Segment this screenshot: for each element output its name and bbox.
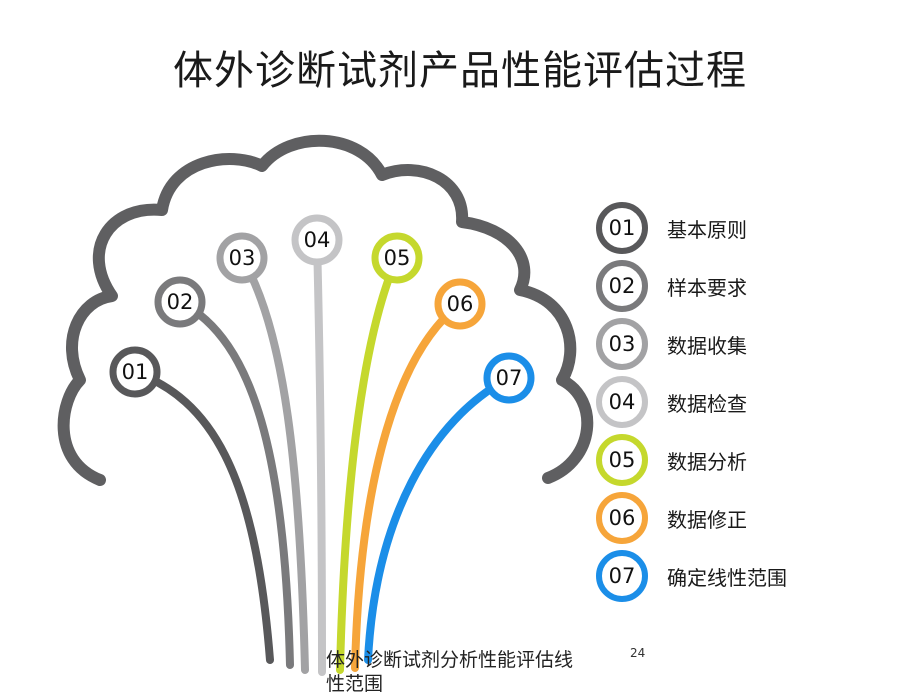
- legend-item-01: 01 基本原则: [596, 202, 896, 254]
- branch-stem-01: [131, 368, 274, 664]
- branch-node-ring-03: [216, 232, 268, 284]
- legend-number-06: 06: [596, 492, 648, 544]
- cloud-outline: [57, 134, 594, 486]
- legend-number-02: 02: [596, 260, 648, 312]
- branch-node-05: 05: [371, 232, 423, 284]
- legend-item-05: 05 数据分析: [596, 434, 896, 486]
- branch-node-02: 02: [154, 276, 206, 328]
- branch-node-number-03: 03: [229, 246, 256, 270]
- branch-node-07: 07: [483, 352, 535, 404]
- branch-node-ring-04: [291, 214, 343, 266]
- branch-node-04: 04: [291, 214, 343, 266]
- legend-label-04: 数据检查: [667, 391, 747, 416]
- branch-node-ring-01: [109, 346, 161, 398]
- branch-stem-07: [364, 374, 513, 664]
- branch-node-ring-06: [434, 278, 486, 330]
- branch-node-01: 01: [109, 346, 161, 398]
- legend-number-01: 01: [596, 202, 648, 254]
- legend-item-03: 03 数据收集: [596, 318, 896, 370]
- legend-label-07: 确定线性范围: [667, 565, 787, 590]
- legend-number-05: 05: [596, 434, 648, 486]
- branch-node-06: 06: [434, 278, 486, 330]
- branch-node-ring-07: [483, 352, 535, 404]
- branch-node-ring-05: [371, 232, 423, 284]
- branch-node-number-06: 06: [447, 292, 474, 316]
- legend-label-02: 样本要求: [667, 275, 747, 300]
- legend-item-06: 06 数据修正: [596, 492, 896, 544]
- branch-stem-05: [336, 254, 401, 674]
- branch-node-number-01: 01: [122, 360, 149, 384]
- legend-number-04: 04: [596, 376, 648, 428]
- branch-node-number-05: 05: [384, 246, 411, 270]
- legend-label-03: 数据收集: [667, 333, 747, 358]
- branch-node-number-02: 02: [167, 290, 194, 314]
- branch-stem-03: [238, 254, 309, 674]
- branch-stem-02: [176, 298, 294, 669]
- branch-node-03: 03: [216, 232, 268, 284]
- legend-item-04: 04 数据检查: [596, 376, 896, 428]
- legend-label-06: 数据修正: [667, 507, 747, 532]
- branch-stem-04: [313, 236, 326, 676]
- branch-stem-06: [351, 300, 464, 672]
- legend-item-07: 07 确定线性范围: [596, 550, 896, 602]
- legend-number-03: 03: [596, 318, 648, 370]
- branch-node-number-04: 04: [304, 228, 331, 252]
- legend-label-01: 基本原则: [667, 217, 747, 242]
- page-number: 24: [630, 646, 646, 660]
- branch-node-ring-02: [154, 276, 206, 328]
- legend-item-02: 02 样本要求: [596, 260, 896, 312]
- slide-title: 体外诊断试剂产品性能评估过程: [173, 48, 747, 94]
- footer-caption: 体外诊断试剂分析性能评估线性范围: [326, 649, 574, 695]
- branch-node-number-07: 07: [496, 366, 523, 390]
- legend-number-07: 07: [596, 550, 648, 602]
- legend-label-05: 数据分析: [667, 449, 747, 474]
